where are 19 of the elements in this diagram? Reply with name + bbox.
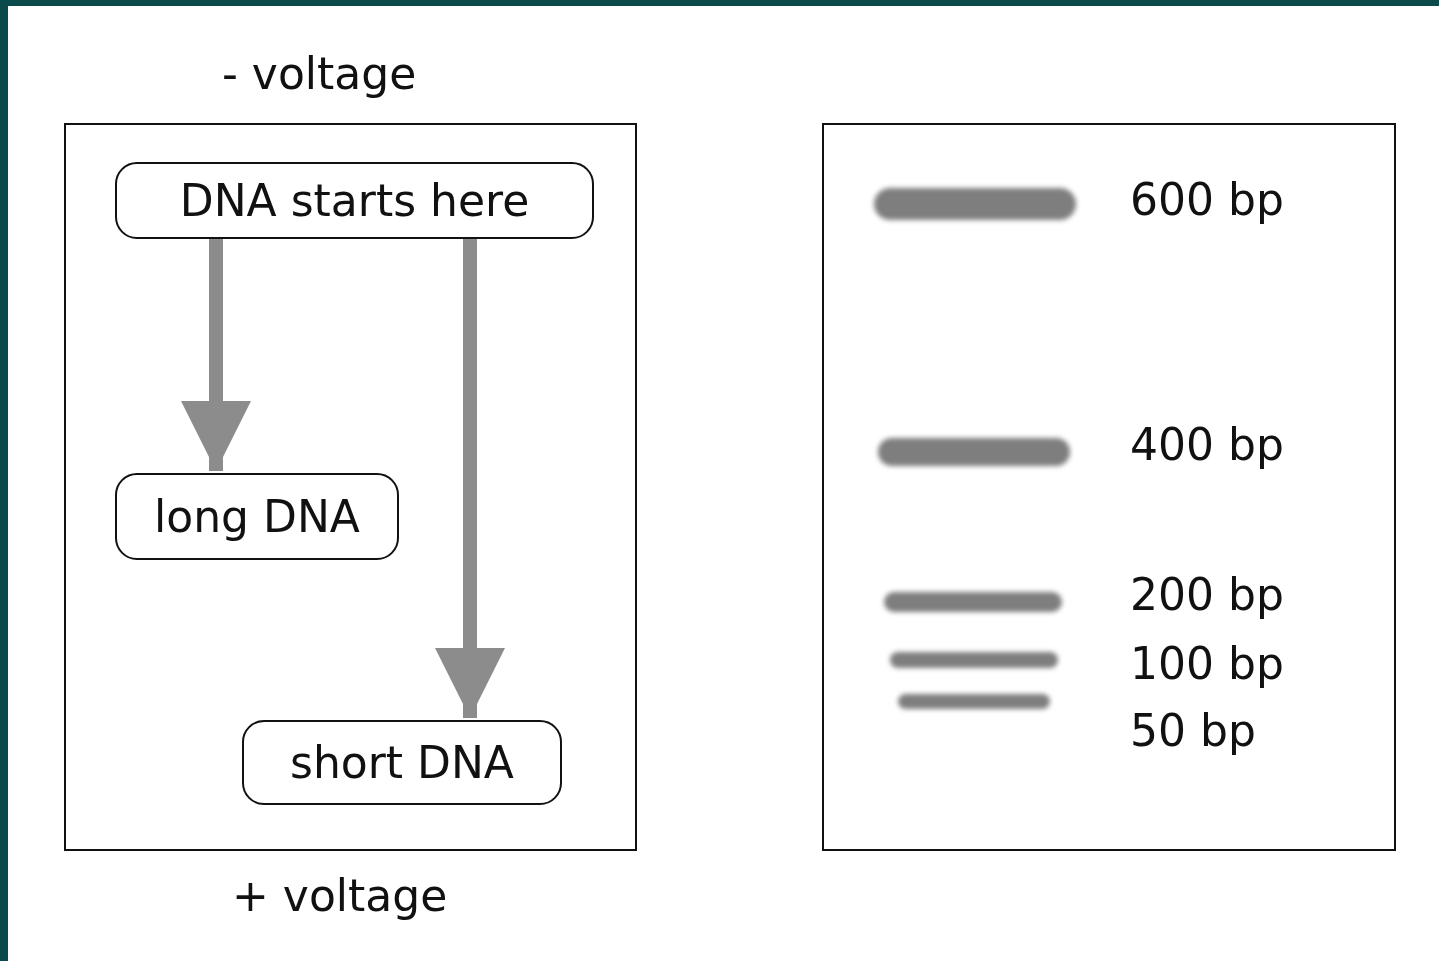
- dna-band: [884, 592, 1062, 612]
- size-label: 400 bp: [1130, 419, 1284, 470]
- dna-band: [874, 188, 1076, 220]
- arrow: [435, 237, 505, 718]
- size-label: 100 bp: [1130, 638, 1284, 689]
- label-box: long DNA: [115, 473, 399, 560]
- dna-band: [890, 652, 1058, 668]
- gel-frame: [64, 123, 637, 851]
- voltage-label: + voltage: [232, 870, 448, 921]
- label-box: short DNA: [242, 720, 562, 805]
- size-label: 600 bp: [1130, 174, 1284, 225]
- size-label: 50 bp: [1130, 705, 1256, 756]
- label-box: DNA starts here: [115, 162, 594, 239]
- size-label: 200 bp: [1130, 569, 1284, 620]
- arrow: [181, 237, 251, 471]
- voltage-label: - voltage: [222, 48, 417, 99]
- dna-band: [898, 694, 1050, 709]
- gel-frame: [822, 123, 1396, 851]
- dna-band: [878, 438, 1070, 466]
